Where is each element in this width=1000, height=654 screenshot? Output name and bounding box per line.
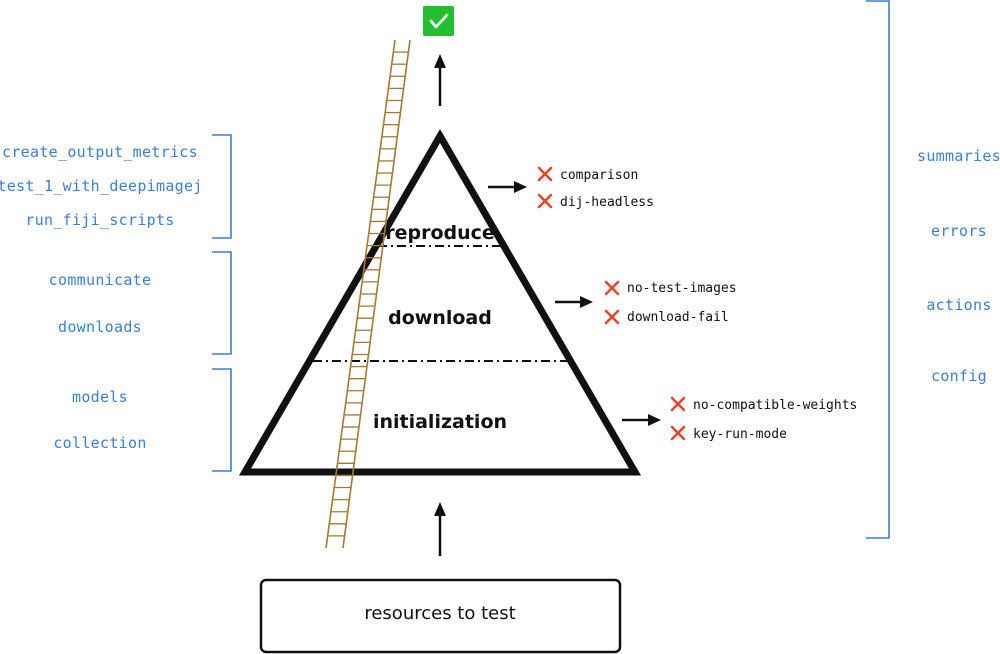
cross-icon (670, 425, 686, 441)
cross-icon (537, 166, 553, 182)
left-label: run_fiji_scripts (25, 211, 174, 229)
error-item: no-compatible-weights (670, 396, 857, 413)
left-bracket-initialization (212, 368, 232, 472)
cross-icon (604, 309, 620, 325)
right-label: config (931, 367, 987, 385)
cross-icon (604, 280, 620, 296)
right-label: actions (926, 296, 991, 314)
ladder (325, 39, 411, 549)
error-label: dij-headless (560, 195, 654, 210)
error-item: no-test-images (604, 280, 737, 296)
error-label: no-compatible-weights (693, 398, 857, 413)
left-label: collection (53, 434, 146, 452)
right-bracket (866, 0, 890, 539)
error-item: comparison (537, 166, 638, 183)
left-label: downloads (58, 318, 142, 336)
error-label: key-run-mode (693, 427, 787, 442)
cross-icon (537, 193, 553, 209)
left-label: test_1_with_deepimagej (0, 177, 203, 195)
stage-label-download: download (388, 307, 492, 329)
error-label: no-test-images (627, 281, 737, 296)
pipeline-pyramid (238, 129, 642, 476)
right-label: errors (931, 222, 987, 240)
success-check-icon (423, 6, 454, 36)
arrow-download-failures (555, 296, 593, 308)
left-label: communicate (49, 271, 152, 289)
left-label: create_output_metrics (2, 143, 198, 161)
error-label: comparison (560, 168, 638, 183)
left-bracket-download (212, 251, 232, 355)
error-label: download-fail (627, 310, 729, 325)
arrow-initialization-failures (622, 414, 661, 426)
resources-box (259, 578, 622, 654)
arrow-up-to-success (434, 54, 446, 106)
left-bracket-reproduce (212, 134, 232, 239)
error-item: download-fail (604, 309, 729, 325)
arrow-up-from-resources (434, 502, 446, 556)
resources-label: resources to test (364, 603, 515, 624)
error-item: key-run-mode (670, 425, 787, 442)
stage-label-reproduce: reproduce (385, 222, 495, 244)
left-label: models (72, 388, 128, 406)
cross-icon (670, 396, 686, 412)
stage-label-initialization: initialization (373, 411, 507, 433)
arrow-reproduce-failures (488, 181, 527, 193)
error-item: dij-headless (537, 193, 654, 210)
right-label: summaries (917, 147, 1000, 165)
